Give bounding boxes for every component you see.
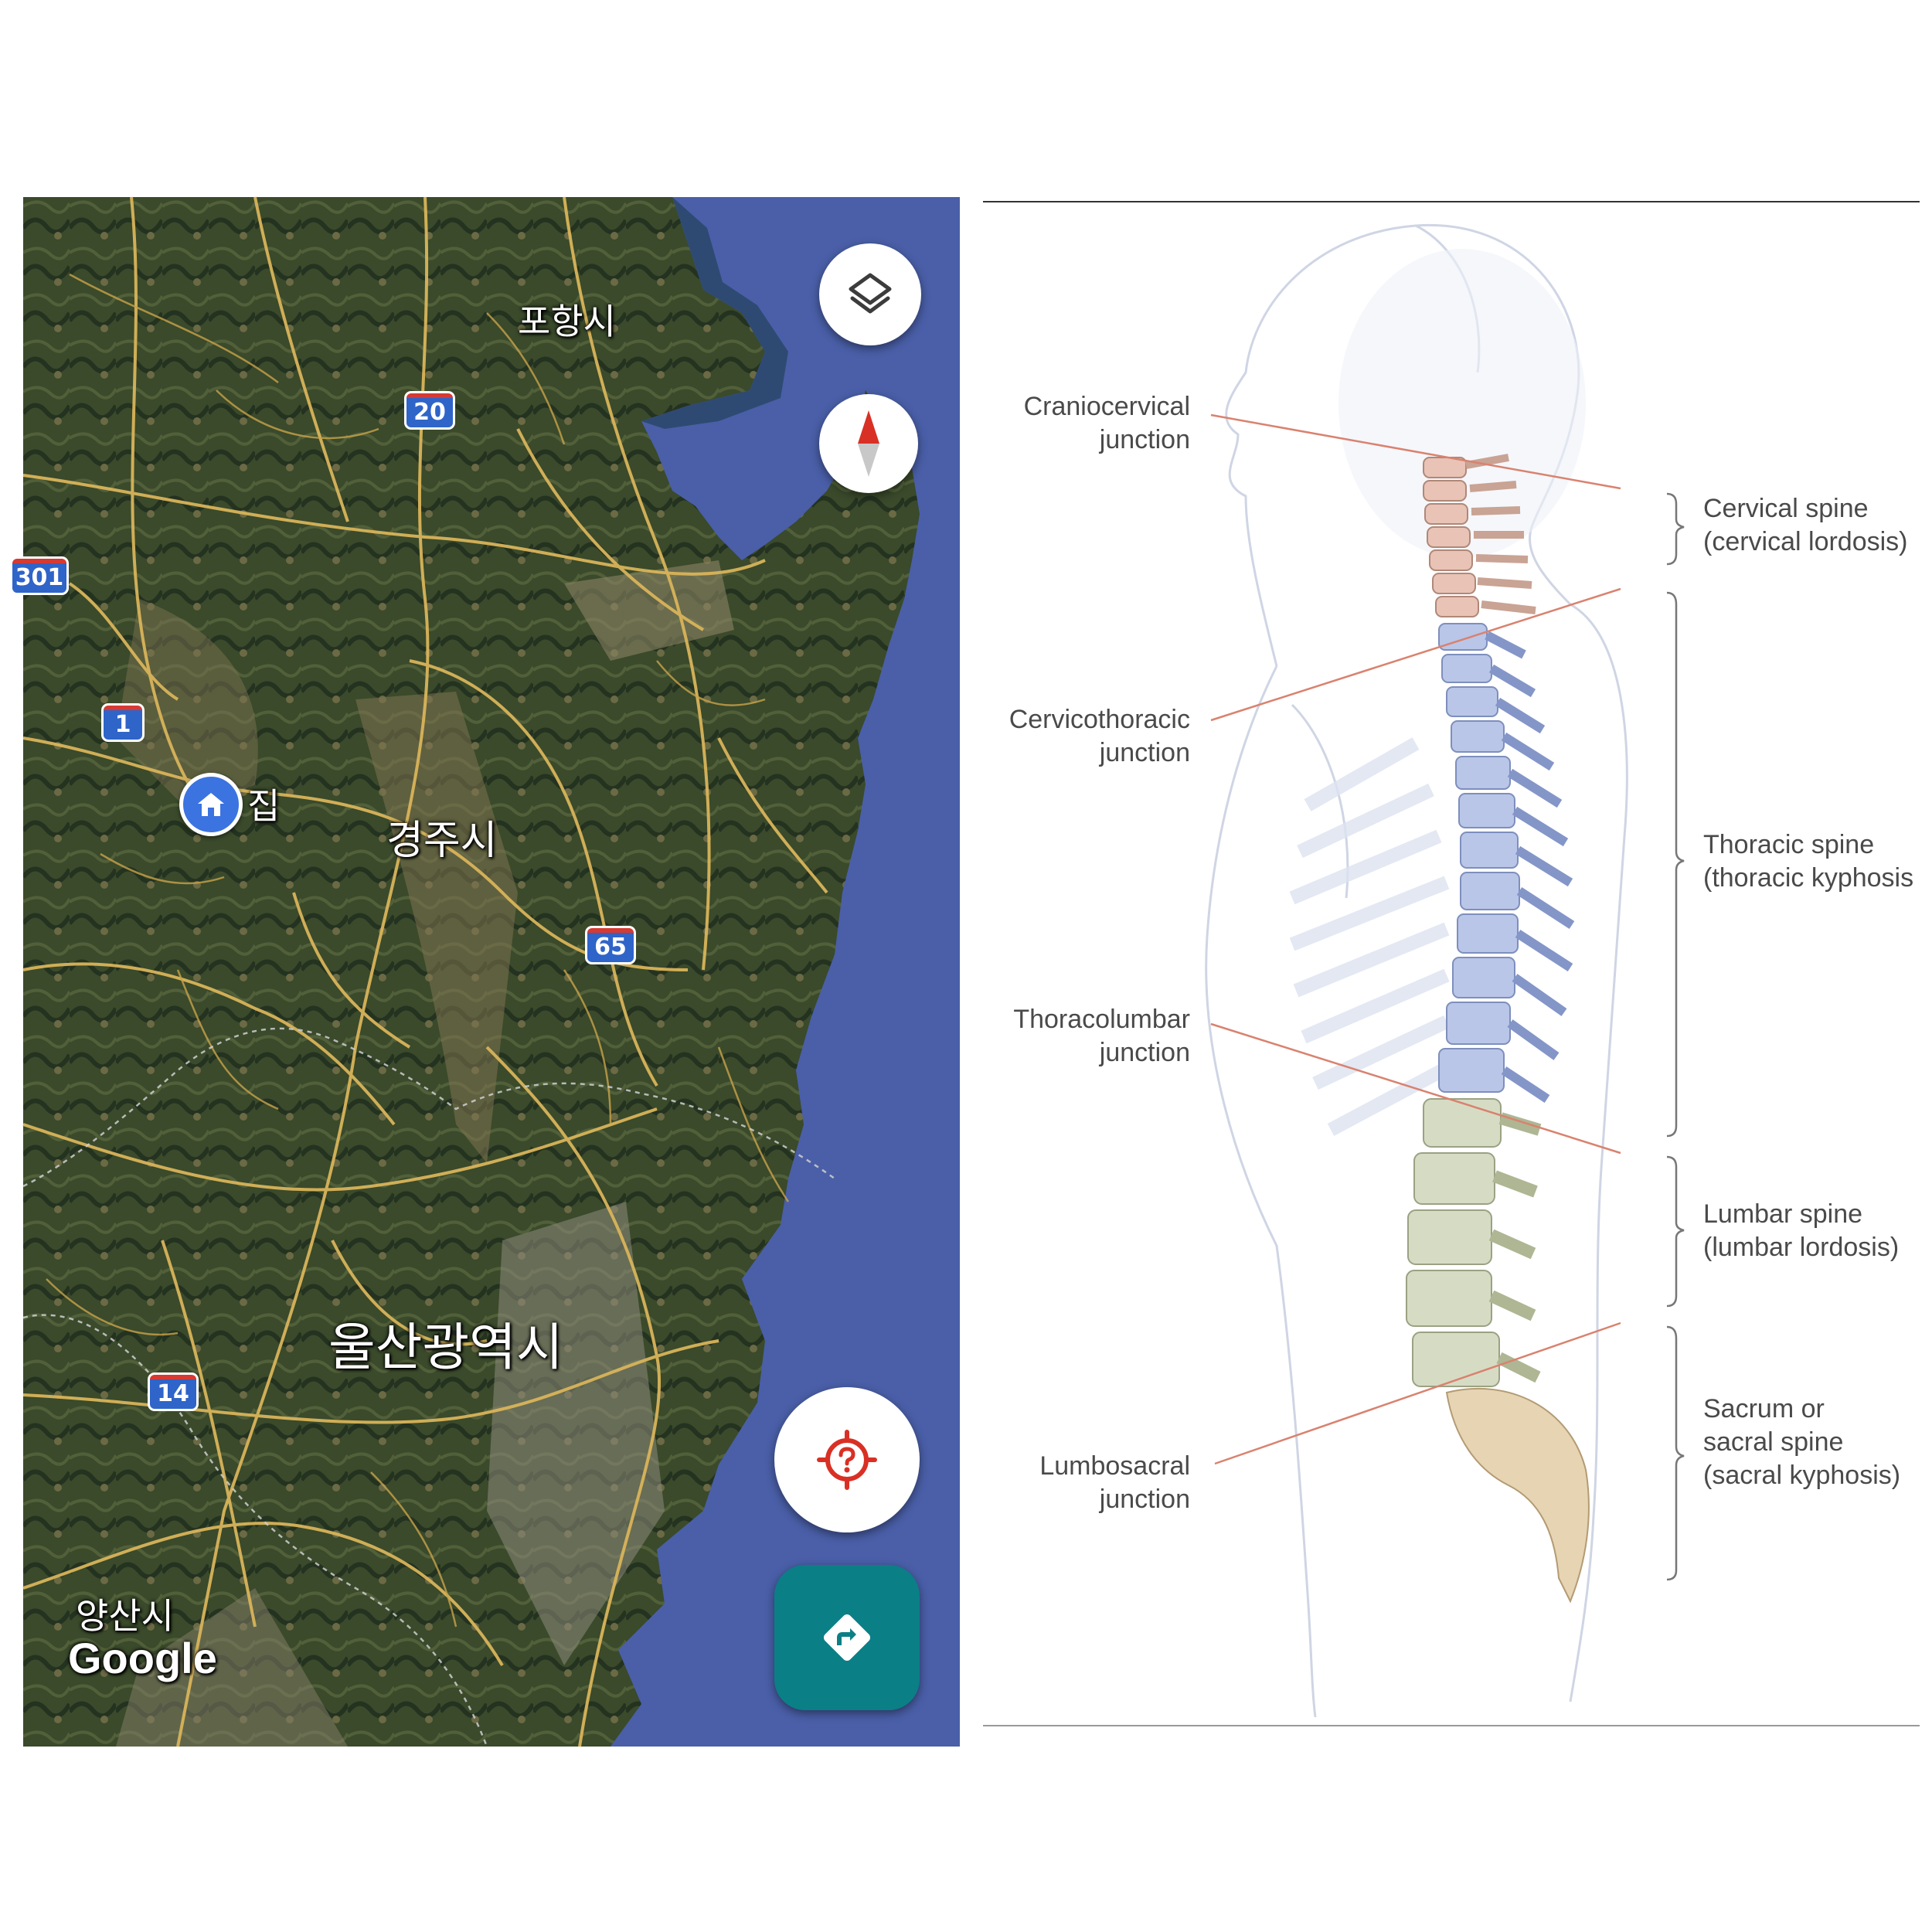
google-watermark: Google [68, 1634, 217, 1682]
my-location-button[interactable] [774, 1387, 920, 1532]
label-thoracic-spine: Thoracic spine (thoracic kyphosis [1703, 830, 1914, 893]
directions-icon [823, 1614, 871, 1662]
compass-button[interactable] [819, 394, 918, 493]
location-unknown-icon [817, 1430, 877, 1490]
layers-icon [849, 273, 892, 314]
layers-button[interactable] [819, 243, 921, 345]
place-label-yangsan: 양산시 [76, 1595, 174, 1637]
home-icon [198, 793, 224, 816]
place-label-ulsan: 울산광역시 [328, 1318, 563, 1377]
label-cervical-spine: Cervical spine (cervical lordosis) [1703, 494, 1908, 556]
place-label-gyeongju: 경주시 [386, 818, 498, 864]
compass-icon [858, 410, 879, 477]
label-cervicothoracic-junction: Cervicothoracic junction [1009, 705, 1190, 767]
label-thoracolumbar-junction: Thoracolumbar junction [1013, 1005, 1190, 1067]
map-view[interactable]: 포항시 경주시 울산광역시 양산시 집 20 301 1 65 14 Googl… [12, 196, 960, 1747]
route-shield-14[interactable]: 14 [150, 1375, 196, 1409]
label-sacral-spine: Sacrum or sacral spine (sacral kyphosis) [1703, 1394, 1901, 1490]
route-shield-65[interactable]: 65 [587, 928, 634, 962]
label-craniocervical-junction: Craniocervical junction [1023, 392, 1190, 454]
satellite-terrain[interactable] [22, 196, 960, 1747]
spine-illustration: Craniocervical junction Cervicothoracic … [983, 201, 1920, 1726]
directions-button[interactable] [774, 1565, 920, 1710]
label-lumbosacral-junction: Lumbosacral junction [1039, 1451, 1190, 1514]
place-label-pohang: 포항시 [518, 301, 616, 342]
route-shield-20[interactable]: 20 [406, 393, 453, 427]
route-shield-1[interactable]: 1 [104, 706, 142, 740]
label-lumbar-spine: Lumbar spine (lumbar lordosis) [1703, 1199, 1900, 1262]
home-label[interactable]: 집 [247, 785, 281, 827]
body-spine-drawing [1205, 223, 1685, 1718]
route-shield-301[interactable]: 301 [12, 559, 66, 593]
home-pin[interactable] [179, 773, 243, 836]
